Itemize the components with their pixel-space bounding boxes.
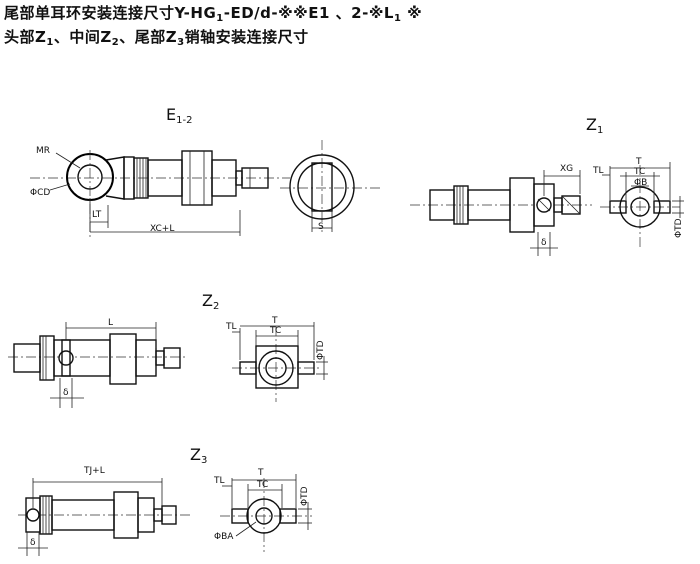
label-z1-b: ΦB [634,178,648,188]
label-s: S [318,222,324,232]
label-z2-tl: TL [226,322,237,332]
z3-side-view [18,478,190,556]
label-z3-t: T [258,468,264,478]
label-z3-delta: δ [30,538,36,548]
label-z3-tc: TC [257,480,269,490]
z1-side-view [410,170,592,256]
label-mr: MR [36,146,51,156]
label-z1-t: T [636,157,642,167]
page-title-line-2: 头部Z1、中间Z2、尾部Z3销轴安装连接尺寸 [4,28,309,48]
section-e12-heading: E1-2 [166,105,193,127]
label-xg: XG [560,164,574,174]
section-z3-heading: Z3 [190,445,208,467]
e12-end-view [280,140,380,232]
label-z2-delta: δ [63,388,69,398]
label-cd: ΦCD [30,188,51,198]
label-z1-td: ΦTD [674,218,684,238]
z3-end-view [220,474,312,552]
page-title-line-1: 尾部单耳环安装连接尺寸Y-HG1-ED/d-※※E1 、2-※L1 ※ [4,4,423,24]
z2-end-view [232,322,328,402]
label-z1-tl: TL [593,166,604,176]
label-z1-tc: TC [634,167,646,177]
section-z1-heading: Z1 [586,115,604,137]
label-z2-tc: TC [270,326,282,336]
z2-side-view [8,322,186,408]
label-z2-td: ΦTD [316,340,326,360]
z1-end-view [600,162,684,250]
label-z3-td: ΦTD [300,486,310,506]
e12-side-view [30,150,290,238]
label-lt: LT [92,210,102,220]
label-z3-ba: ΦBA [214,532,234,542]
label-z3-tl: TL [214,476,225,486]
label-xc-l: XC+L [150,224,175,234]
label-z2-t: T [272,316,278,326]
label-z1-delta: δ [541,238,547,248]
label-z3-tjl: TJ+L [84,466,105,476]
section-z2-heading: Z2 [202,291,220,313]
label-z2-l: L [108,318,114,328]
